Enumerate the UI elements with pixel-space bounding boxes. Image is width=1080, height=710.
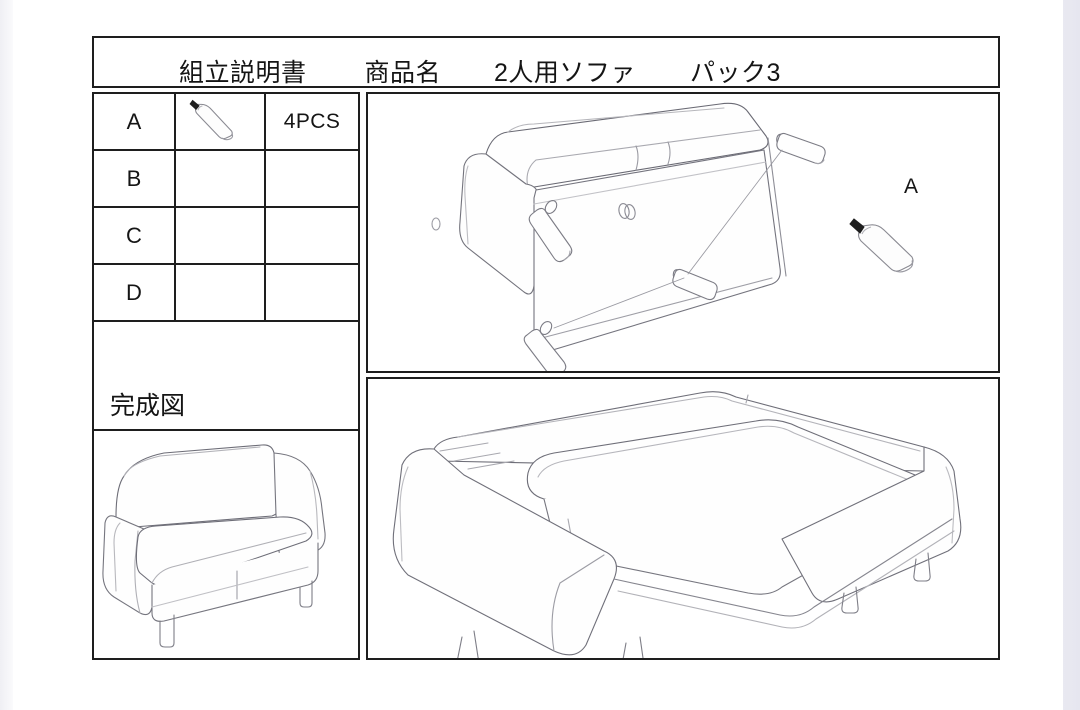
sheet-header-row: 組立説明書 商品名 2人用ソファ パック3 — [92, 36, 1000, 88]
table-row: D — [94, 265, 358, 322]
sofa-finished-front-angle-diagram — [94, 431, 358, 658]
part-quantity-cell — [266, 151, 358, 206]
pack-number-value: パック3 — [689, 59, 781, 87]
assembly-instruction-sheet: 組立説明書 商品名 2人用ソファ パック3 A — [92, 36, 1000, 660]
finished-diagram-label: 完成図 — [94, 378, 358, 431]
parts-table: A 4PCS B — [92, 92, 360, 660]
table-row: C — [94, 208, 358, 265]
product-name-label: 商品名 — [364, 59, 442, 87]
part-code-cell: D — [94, 265, 176, 320]
part-code-cell: A — [94, 94, 176, 149]
part-code-cell: B — [94, 151, 176, 206]
part-quantity-cell — [266, 208, 358, 263]
part-code-cell: C — [94, 208, 176, 263]
part-callout-label: A — [904, 175, 919, 198]
sofa-upside-down-leg-attach-diagram: A — [366, 92, 1000, 373]
bolt-leg-icon — [189, 99, 234, 141]
table-row: B — [94, 151, 358, 208]
page-right-margin-strip — [1063, 0, 1080, 710]
table-row: A 4PCS — [94, 94, 358, 151]
product-name-value: 2人用ソファ — [494, 59, 636, 87]
part-quantity-cell: 4PCS — [283, 109, 341, 133]
part-image-cell — [176, 151, 266, 206]
part-quantity-cell — [266, 265, 358, 320]
sofa-assembled-top-angle-diagram — [366, 377, 1000, 660]
bolt-leg-icon — [849, 218, 914, 273]
part-image-cell — [176, 94, 266, 149]
page-left-margin-strip — [0, 0, 13, 710]
page-title: 組立説明書 — [179, 59, 307, 87]
part-image-cell — [176, 208, 266, 263]
sheet-header-box — [92, 36, 1000, 88]
part-image-cell — [176, 265, 266, 320]
